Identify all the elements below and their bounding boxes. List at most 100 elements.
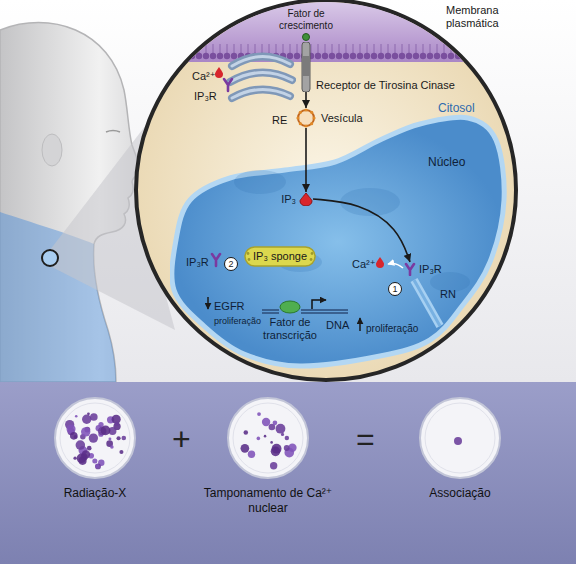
vesicle-dot bbox=[299, 122, 302, 125]
colony bbox=[121, 436, 126, 441]
lipid-head bbox=[182, 53, 188, 59]
lipid-tail bbox=[241, 44, 242, 53]
dna-label: DNA bbox=[326, 319, 349, 331]
petri-dish bbox=[418, 396, 502, 480]
lipid-tail bbox=[416, 44, 417, 53]
lipid-head bbox=[134, 53, 139, 59]
chromatin bbox=[340, 188, 400, 216]
lipid-tail bbox=[409, 44, 410, 53]
lipid-tail bbox=[430, 44, 431, 53]
lipid-head bbox=[434, 53, 440, 59]
ip3-receptor: IP₃R bbox=[404, 262, 442, 276]
lipid-tail bbox=[507, 44, 508, 53]
colony bbox=[81, 427, 90, 436]
lipid-head bbox=[315, 53, 321, 59]
label-holder: RN bbox=[440, 284, 456, 302]
lipid-head bbox=[483, 53, 489, 59]
compartment-label: RN bbox=[440, 288, 456, 300]
er-lumen bbox=[230, 72, 292, 82]
lipid-tail bbox=[276, 44, 277, 53]
lipid-tail bbox=[290, 44, 291, 53]
lipid-tail bbox=[500, 44, 501, 53]
receptor-symbol bbox=[300, 42, 312, 92]
colony bbox=[110, 445, 114, 449]
lipid-tail bbox=[514, 44, 515, 53]
lipid-tail bbox=[339, 44, 340, 53]
colony bbox=[82, 450, 90, 458]
lipid-head bbox=[385, 53, 391, 59]
lipid-head bbox=[210, 53, 216, 59]
lipid-tail bbox=[262, 44, 263, 53]
molecule-label: IP₃ bbox=[281, 193, 296, 206]
lipid-tail bbox=[283, 44, 284, 53]
membrane-band: Membrana plasmática bbox=[134, 0, 518, 64]
gene-label: EGFR bbox=[214, 300, 245, 312]
zoom-spot bbox=[42, 250, 58, 266]
colony bbox=[70, 432, 78, 440]
lipid-head bbox=[364, 53, 370, 59]
nucleus-outline bbox=[170, 112, 510, 370]
lipid-tail bbox=[458, 44, 459, 53]
colony bbox=[119, 450, 123, 454]
ip3-sponge: IP₃ sponge bbox=[244, 246, 316, 267]
lipid-head bbox=[413, 53, 419, 59]
lipid-tail bbox=[248, 44, 249, 53]
sponge-spot bbox=[310, 258, 313, 261]
receptor-label: IP₃R bbox=[194, 90, 217, 102]
lipid-tail bbox=[311, 44, 312, 53]
vesicle-dot bbox=[304, 108, 307, 111]
lipid-tail bbox=[325, 44, 326, 53]
lipid-tail bbox=[402, 44, 403, 53]
effect-label: proliferação bbox=[366, 323, 418, 334]
lipid-head bbox=[161, 53, 167, 59]
lipid-tail bbox=[157, 44, 158, 53]
ion-label: Ca²⁺ bbox=[352, 258, 376, 270]
lipid-tail bbox=[164, 44, 165, 53]
receptor-label: Receptor de Tirosina Cinase bbox=[316, 79, 455, 92]
label-holder: Ca²⁺ bbox=[352, 254, 376, 272]
colony bbox=[82, 415, 91, 424]
colony bbox=[89, 433, 98, 442]
lipid-head bbox=[392, 53, 398, 59]
lipid-tail bbox=[192, 44, 193, 53]
lipid-head bbox=[448, 53, 454, 59]
colony bbox=[262, 418, 270, 426]
lipid-head bbox=[399, 53, 405, 59]
lipid-tail bbox=[367, 44, 368, 53]
lipid-head bbox=[462, 53, 468, 59]
lipid-tail bbox=[143, 44, 144, 53]
sponge-label: IP₃ sponge bbox=[253, 250, 307, 263]
lipid-tail bbox=[360, 44, 361, 53]
lipid-head bbox=[497, 53, 503, 59]
lipid-head bbox=[350, 53, 356, 59]
organelle-label: RE bbox=[272, 114, 287, 126]
receptor-symbol: Receptor de Tirosina Cinase bbox=[300, 42, 455, 92]
colony bbox=[116, 436, 120, 440]
vesicle-dot bbox=[312, 116, 315, 119]
colony bbox=[284, 445, 290, 451]
vesicle-dot bbox=[304, 124, 307, 127]
lipid-tail bbox=[444, 44, 445, 53]
colony bbox=[241, 444, 250, 453]
text-holder: Membrana plasmática bbox=[446, 4, 512, 30]
lipid-tail bbox=[451, 44, 452, 53]
colony bbox=[273, 420, 278, 425]
lipid-head bbox=[231, 53, 237, 59]
label-holder: DNA bbox=[326, 315, 349, 333]
callout-number: 2 bbox=[224, 257, 238, 271]
colony bbox=[285, 436, 289, 440]
colony bbox=[90, 413, 98, 421]
lipid-head bbox=[322, 53, 328, 59]
lipid-tail bbox=[213, 44, 214, 53]
label-holder: Fator de crescimento bbox=[274, 8, 338, 32]
lipid-head bbox=[406, 53, 412, 59]
operator-sign: + bbox=[172, 421, 191, 457]
petri-dish bbox=[53, 396, 137, 480]
lipid-head bbox=[203, 53, 209, 59]
lipid-head bbox=[504, 53, 510, 59]
text-holder: Citosol bbox=[438, 98, 475, 116]
receptor-label: IP₃R bbox=[419, 263, 442, 276]
lipid-tail bbox=[234, 44, 235, 53]
lipid-tail bbox=[395, 44, 396, 53]
